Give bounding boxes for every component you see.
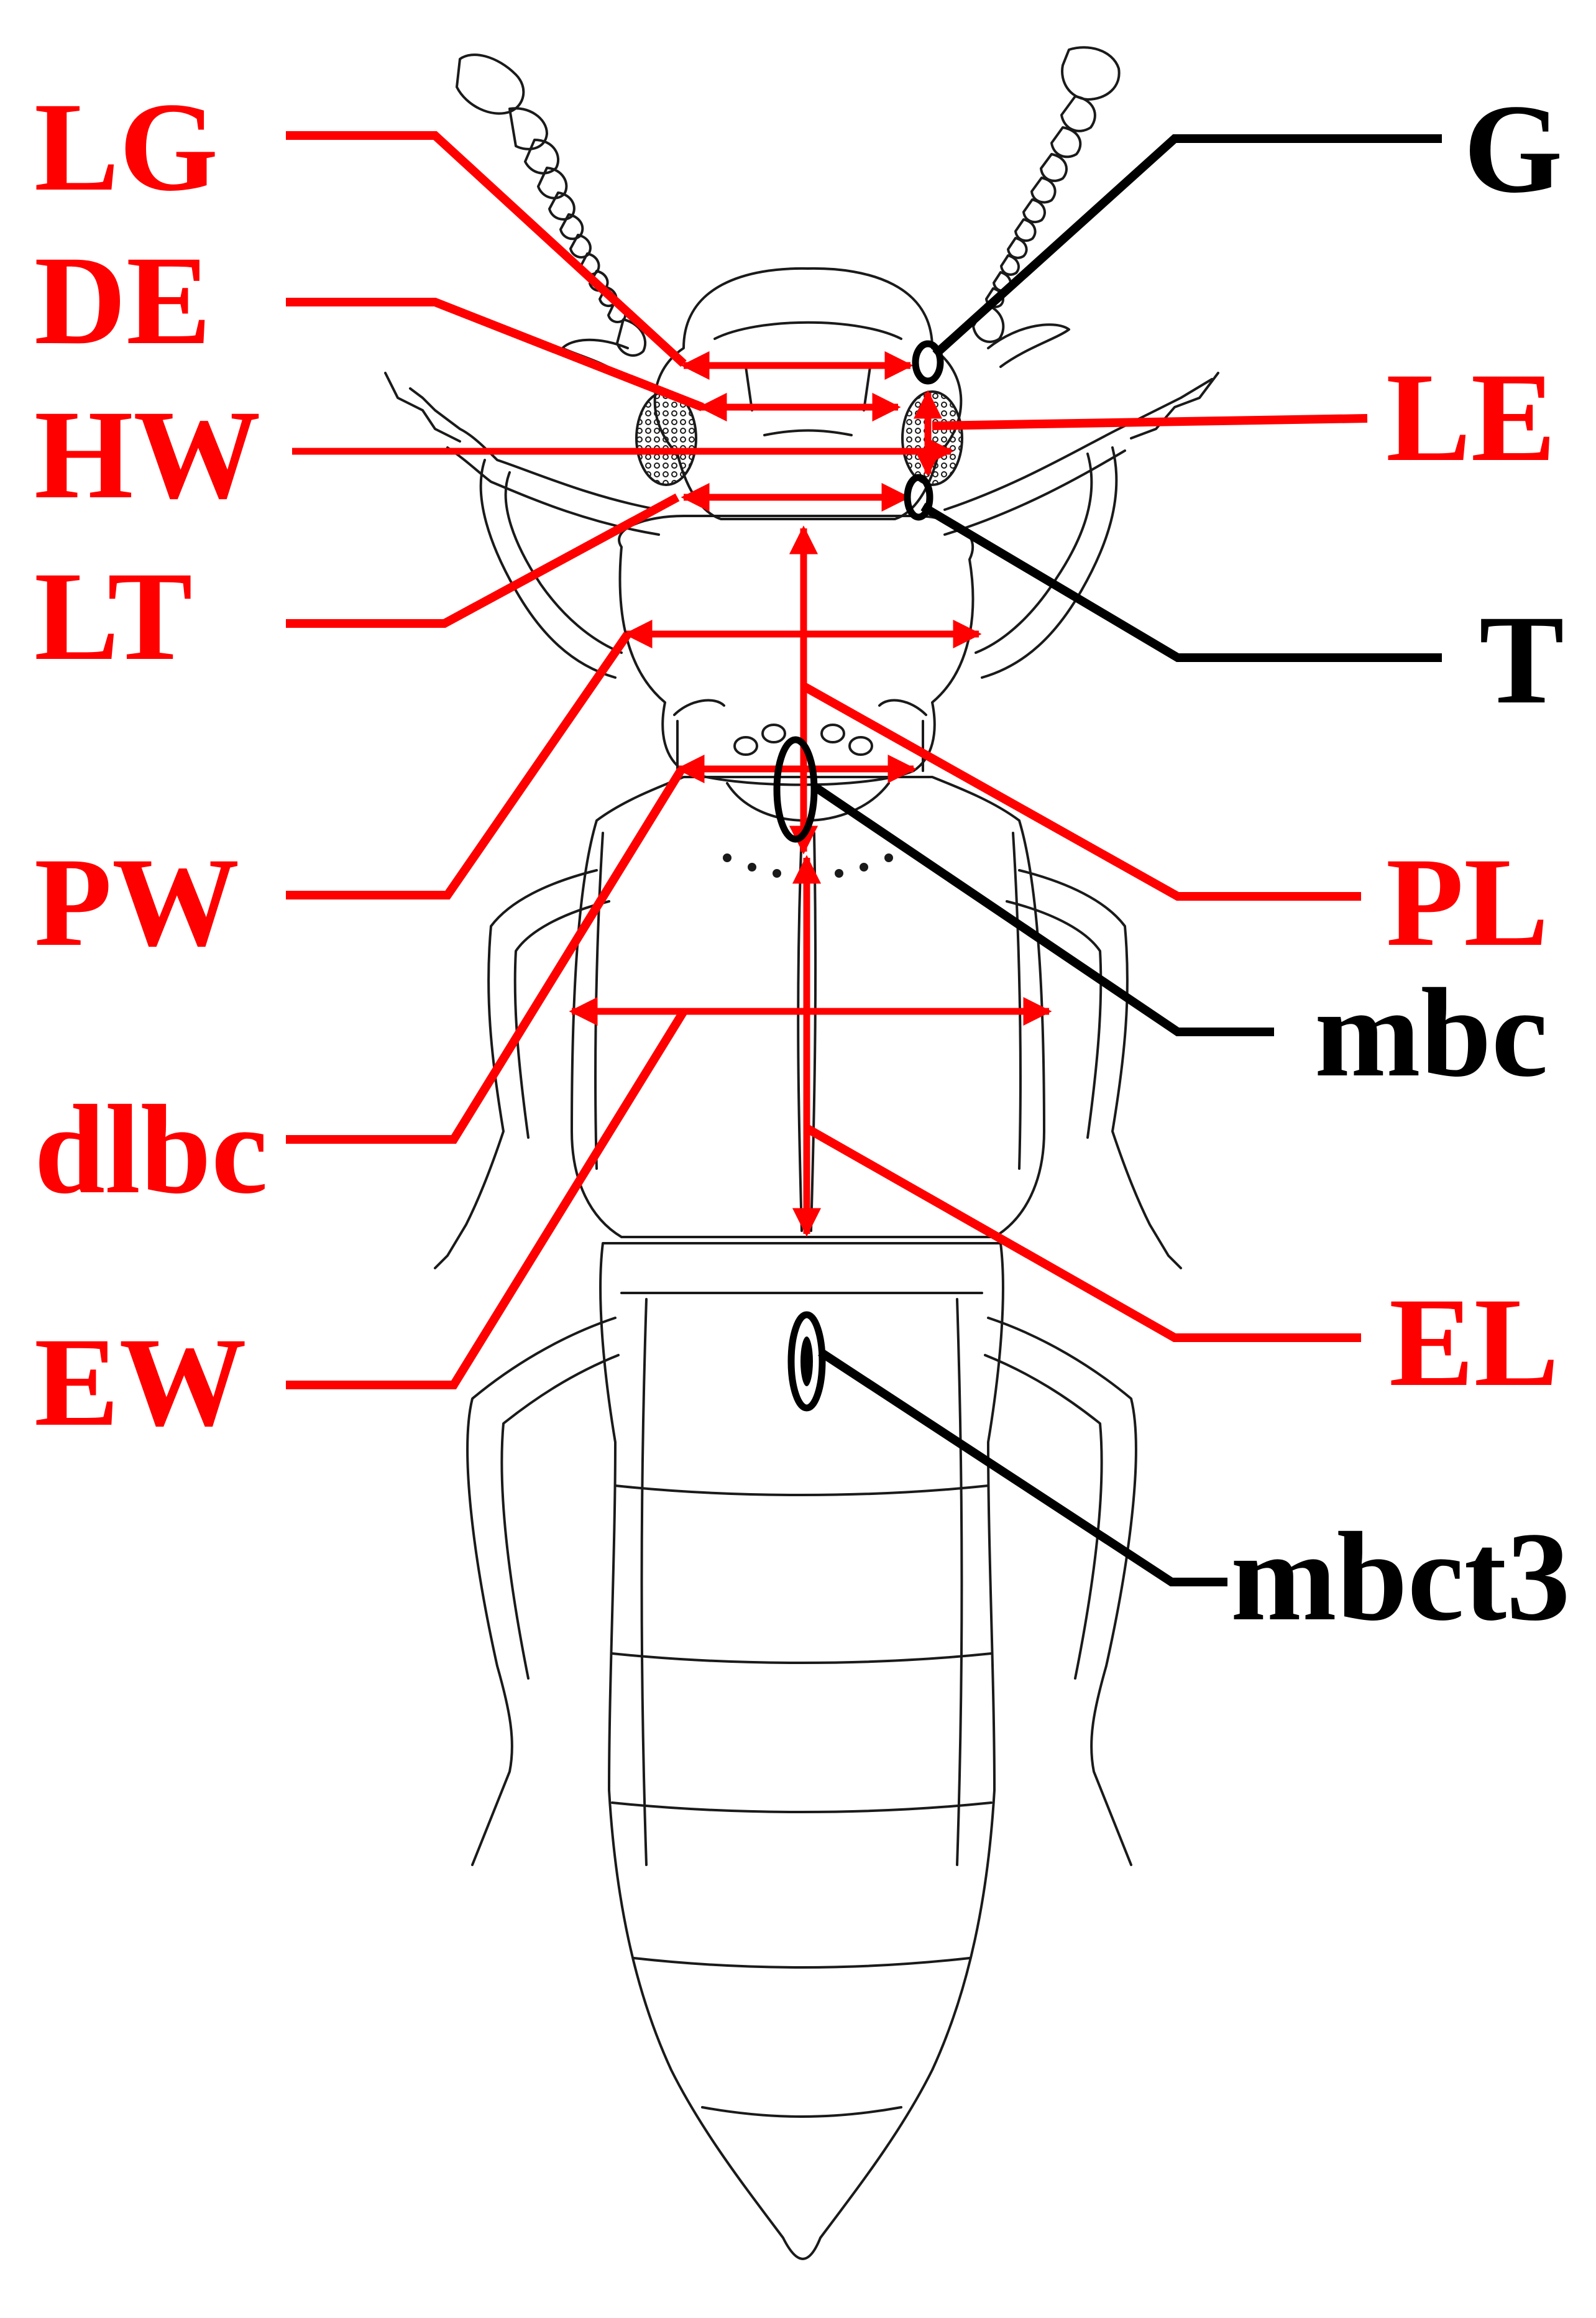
mbc-ring	[773, 736, 818, 843]
measurement-arrows	[292, 351, 1052, 1237]
el-leader	[804, 1124, 1361, 1342]
pl-leader	[802, 683, 1361, 901]
pronotum	[618, 515, 975, 786]
t-ring	[904, 474, 933, 521]
lg-leader	[286, 131, 687, 367]
label-t: T	[1479, 589, 1564, 730]
label-le: LE	[1386, 347, 1556, 488]
de-leader	[286, 298, 704, 412]
leader-lines	[286, 131, 1442, 1586]
mbc-leader	[812, 783, 1274, 1036]
pw-leader	[286, 632, 631, 899]
lt-leader	[286, 493, 680, 628]
label-pl: PL	[1386, 832, 1549, 973]
mbct3-ring-inner	[800, 1336, 813, 1386]
dlbc-leader	[286, 768, 684, 1144]
label-pw: PW	[34, 832, 239, 973]
g-ring	[912, 340, 944, 385]
label-de: DE	[34, 230, 211, 371]
label-hw: HW	[34, 384, 260, 525]
label-ew: EW	[34, 1312, 247, 1453]
hind-legs	[466, 1317, 1137, 1866]
g-leader	[932, 134, 1442, 358]
label-mbct3: mbct3	[1231, 1506, 1571, 1647]
label-lg: LG	[34, 76, 218, 218]
labels: LG DE HW LT PW dlbc EW G LE T PL mbc EL …	[34, 76, 1571, 1647]
left-antenna	[456, 53, 647, 357]
front-legs	[384, 372, 1219, 679]
abdomen	[599, 1242, 1004, 2260]
middle-legs	[434, 869, 1182, 1269]
le-leader	[932, 414, 1368, 430]
ew-leader	[286, 1009, 687, 1389]
label-el: EL	[1389, 1272, 1559, 1413]
label-lt: LT	[34, 546, 193, 687]
label-dlbc: dlbc	[34, 1079, 268, 1220]
right-eye	[901, 390, 963, 486]
label-mbc: mbc	[1314, 962, 1548, 1103]
mbct3-ring	[787, 1311, 826, 1412]
beetle-drawing	[384, 46, 1219, 2260]
label-g: G	[1464, 78, 1562, 219]
t-leader	[920, 502, 1442, 662]
mbct3-leader	[818, 1348, 1227, 1586]
